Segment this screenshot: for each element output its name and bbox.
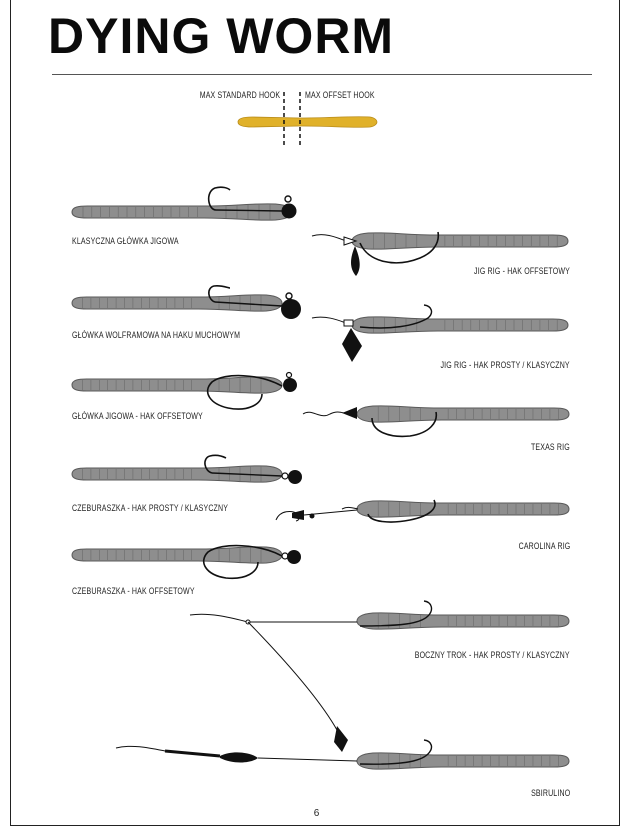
rig-label-czeburaszka-klasyczny: CZEBURASZKA - HAK PROSTY / KLASYCZNY	[72, 503, 229, 513]
rig-glowka-wolframowa	[71, 284, 301, 319]
title-rule	[52, 74, 592, 75]
rig-label-carolina-rig: CAROLINA RIG	[518, 541, 570, 551]
max-offset-hook-label: MAX OFFSET HOOK	[305, 90, 375, 100]
rig-carolina-rig	[275, 499, 569, 523]
rig-label-sbirulino: SBIRULINO	[530, 788, 570, 798]
rig-label-glowka-wolframowa: GŁÓWKA WOLFRAMOWA NA HAKU MUCHOWYM	[72, 330, 241, 340]
rig-czeburaszka-klasyczny	[71, 454, 302, 484]
rig-klasyczna-glowka	[71, 186, 297, 221]
rig-label-klasyczna-glowka: KLASYCZNA GŁÓWKA JIGOWA	[72, 236, 179, 246]
rig-label-jig-rig-offset: JIG RIG - HAK OFFSETOWY	[474, 266, 570, 276]
rig-jig-rig-offset	[311, 231, 568, 276]
max-standard-hook-label: MAX STANDARD HOOK	[199, 90, 280, 100]
rig-glowka-offset	[71, 371, 297, 410]
rig-label-czeburaszka-offset: CZEBURASZKA - HAK OFFSETOWY	[72, 586, 195, 596]
rig-label-boczny-trok: BOCZNY TROK - HAK PROSTY / KLASYCZNY	[414, 650, 570, 660]
rig-label-texas-rig: TEXAS RIG	[531, 442, 570, 452]
page-frame	[10, 0, 620, 826]
hook-guide-bait	[237, 92, 378, 145]
rig-label-glowka-offset: GŁÓWKA JIGOWA - HAK OFFSETOWY	[72, 411, 203, 421]
rig-label-jig-rig-klasyczny: JIG RIG - HAK PROSTY / KLASYCZNY	[440, 360, 570, 370]
rig-jig-rig-klasyczny	[311, 304, 568, 362]
page-title: DYING WORM	[48, 8, 395, 64]
page-number: 6	[313, 808, 320, 819]
rig-sbirulino	[115, 739, 569, 769]
rig-czeburaszka-offset	[71, 544, 301, 580]
rig-texas-rig	[302, 406, 569, 438]
rig-boczny-trok	[189, 600, 569, 752]
